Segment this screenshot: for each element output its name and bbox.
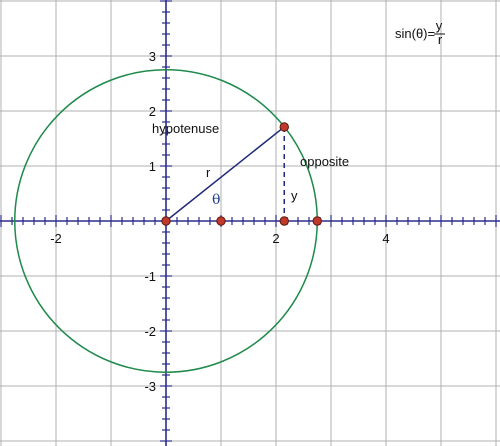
- point: [279, 122, 289, 132]
- label-y: y: [291, 188, 298, 203]
- y-tick-label: -2: [144, 324, 156, 339]
- point: [279, 216, 289, 226]
- point: [216, 216, 226, 226]
- y-tick-label: 1: [149, 159, 156, 174]
- y-tick-label: 2: [149, 104, 156, 119]
- point: [312, 216, 322, 226]
- tick-labels: -2 2 4 3 2 1 -1 -2 -3: [50, 49, 389, 394]
- label-hypotenuse: hypotenuse: [152, 121, 219, 136]
- y-tick-label: -3: [144, 379, 156, 394]
- label-theta: θ: [212, 192, 220, 208]
- label-r: r: [206, 165, 211, 180]
- points: [161, 122, 322, 226]
- x-tick-label: 2: [272, 231, 279, 246]
- formula-prefix: sin(θ)=: [395, 26, 435, 41]
- formula-numerator: y: [436, 18, 443, 33]
- formula-denominator: r: [438, 32, 443, 47]
- label-opposite: opposite: [300, 154, 349, 169]
- y-tick-label: 3: [149, 49, 156, 64]
- sine-formula: sin(θ)= y r: [395, 18, 445, 47]
- y-tick-label: -1: [144, 269, 156, 284]
- hypotenuse-line: [165, 126, 285, 222]
- x-tick-label: 4: [382, 231, 389, 246]
- point: [161, 216, 171, 226]
- x-tick-label: -2: [50, 231, 62, 246]
